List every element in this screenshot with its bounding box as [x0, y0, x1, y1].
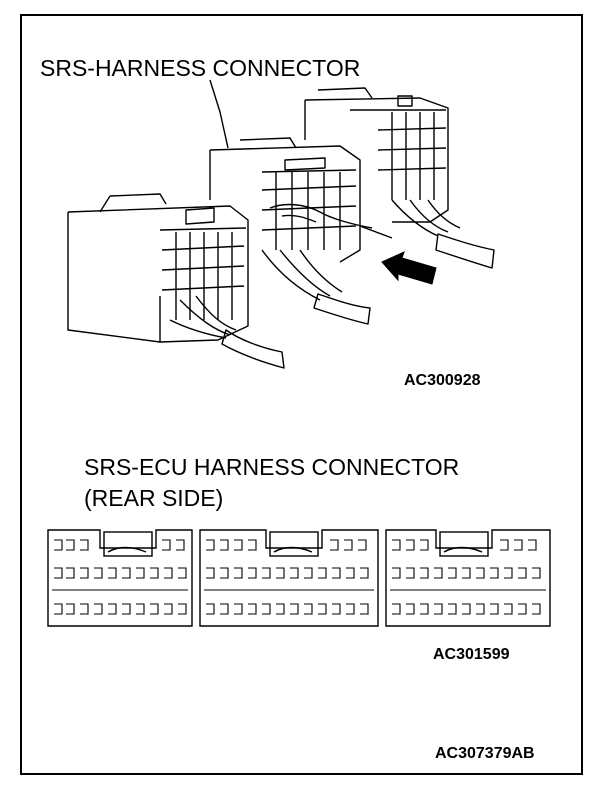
harness-connector-title: SRS-HARNESS CONNECTOR: [40, 55, 361, 81]
harness-figure-code: AC300928: [404, 372, 481, 389]
figure-frame: [20, 14, 583, 775]
ecu-connector-subtitle: (REAR SIDE): [84, 485, 224, 511]
ecu-connector-title: SRS-ECU HARNESS CONNECTOR: [84, 454, 460, 480]
footer-figure-code: AC307379AB: [435, 745, 535, 762]
ecu-figure-code: AC301599: [433, 646, 510, 663]
